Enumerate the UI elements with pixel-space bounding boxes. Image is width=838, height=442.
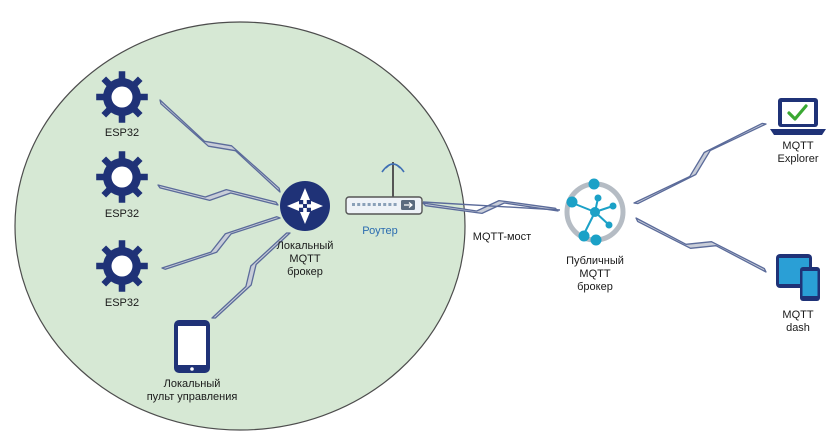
public-broker-to-explorer-link (633, 122, 767, 205)
bridge-label: MQTT-мост (472, 231, 532, 243)
esp32-gear-icon-2 (96, 151, 148, 203)
phone-icon (174, 320, 210, 373)
esp32-label-3: ESP32 (104, 297, 140, 309)
local-network-zone (14, 21, 466, 431)
esp3-to-local-broker-link (161, 216, 281, 270)
laptop-check-icon (770, 98, 826, 135)
local-panel-label: Локальный пульт управления (146, 378, 238, 403)
local-broker-icon (280, 181, 330, 231)
router-label: Роутер (362, 225, 398, 237)
tablet-phone-icon (776, 254, 820, 301)
router-to-public-broker-link (422, 199, 559, 215)
esp32-gear-icon-3 (96, 240, 148, 292)
router-to-public-broker-wire (422, 201, 561, 211)
esp32-gear-icon-1 (96, 71, 148, 123)
local-broker-label: Локальный MQTT брокер (276, 240, 334, 278)
public-broker-to-dash-link (635, 217, 767, 273)
esp2-to-local-broker-link (157, 184, 279, 206)
esp32-label-1: ESP32 (104, 127, 140, 139)
public-broker-label: Публичный MQTT брокер (566, 255, 624, 293)
esp1-to-local-broker-link (159, 99, 281, 193)
public-broker-hub-icon (564, 178, 626, 246)
explorer-label: MQTT Explorer (777, 140, 819, 165)
dash-label: MQTT dash (782, 309, 814, 334)
panel-to-local-broker-link (211, 232, 291, 319)
wifi-router-icon (345, 162, 423, 215)
esp32-label-2: ESP32 (104, 208, 140, 220)
